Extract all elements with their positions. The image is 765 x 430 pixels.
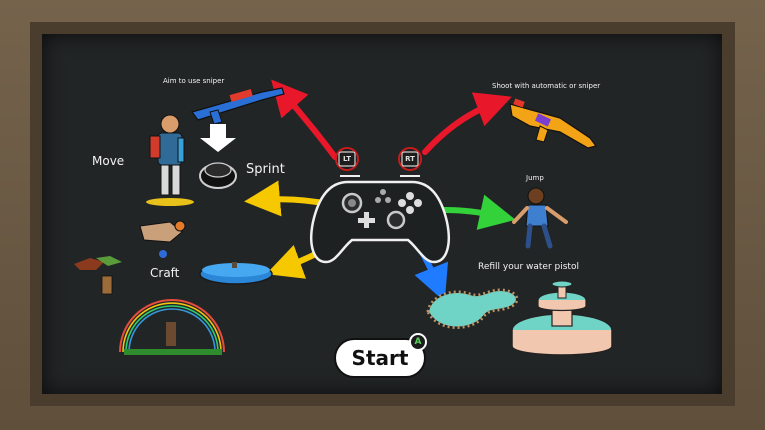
sprint-label: Sprint xyxy=(246,162,285,177)
a-button-icon: A xyxy=(409,333,427,351)
gamepad-icon xyxy=(309,175,451,264)
shoot-label: Shoot with automatic or sniper xyxy=(492,82,601,90)
lt-trigger-icon xyxy=(335,147,359,171)
craft-small-parts-icon xyxy=(74,256,122,295)
sniper-water-gun-icon xyxy=(190,87,285,125)
lt-label: LT xyxy=(342,155,352,163)
rt-trigger-icon xyxy=(398,147,422,171)
arrow-aim xyxy=(271,79,338,160)
move-label: Move xyxy=(92,154,125,168)
rainbow-dome-icon xyxy=(119,299,225,355)
refill-label: Refill your water pistol xyxy=(478,262,579,272)
fountain-icon xyxy=(511,280,613,356)
aim-label: Aim to use sniper xyxy=(163,77,225,85)
pond-icon xyxy=(426,288,519,329)
joystick-icon xyxy=(199,162,237,189)
craft-label: Craft xyxy=(150,266,180,280)
automatic-water-gun-icon xyxy=(509,98,598,149)
pool-icon xyxy=(199,262,273,285)
craft-item-icon xyxy=(139,220,186,258)
arrow-shoot xyxy=(422,92,512,155)
down-arrow-icon xyxy=(200,124,236,152)
rt-label: RT xyxy=(405,155,415,163)
jump-label: Jump xyxy=(526,174,544,182)
character-move-icon xyxy=(146,114,194,206)
character-jump-icon xyxy=(512,187,568,249)
